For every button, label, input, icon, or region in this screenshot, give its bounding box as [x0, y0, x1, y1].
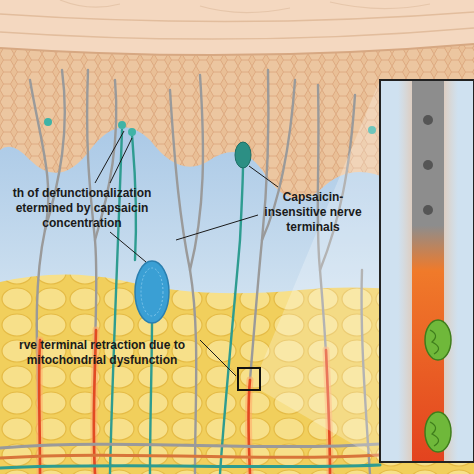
- inset-fibre: [412, 81, 444, 461]
- mitochondrion-cristae: [430, 330, 439, 354]
- skin-line: [0, 44, 474, 55]
- nerve-ending: [128, 128, 136, 136]
- inset-panel: [380, 80, 474, 462]
- nerve-ending: [118, 121, 126, 129]
- merkel-terminal: [235, 142, 251, 168]
- nerve-bundle: [0, 444, 380, 468]
- zoom-wedge: [260, 80, 380, 460]
- mitochondrion: [425, 320, 451, 360]
- insensitive-fibres: [110, 130, 243, 474]
- zoom-box: [238, 368, 260, 390]
- mitochondrion: [425, 412, 451, 452]
- vesicle: [423, 115, 433, 125]
- mitochondrion-cristae: [430, 422, 439, 446]
- nerve-ending: [44, 118, 52, 126]
- vesicle: [423, 205, 433, 215]
- callout-label: th of defunctionalization etermined by c…: [2, 186, 162, 231]
- skin-line: [0, 12, 474, 22]
- stratum-corneum: [0, 0, 474, 55]
- callout-label: Capsaicin- insensitive nerve terminals: [258, 190, 368, 235]
- callout-label: rve terminal retraction due to mitochond…: [2, 338, 202, 368]
- inset-glow: [398, 81, 458, 461]
- corpuscle: [135, 261, 169, 323]
- corpuscle-lamellae: [141, 268, 163, 316]
- skin-line: [0, 28, 474, 39]
- skin-fold: [60, 0, 430, 13]
- vesicle: [423, 160, 433, 170]
